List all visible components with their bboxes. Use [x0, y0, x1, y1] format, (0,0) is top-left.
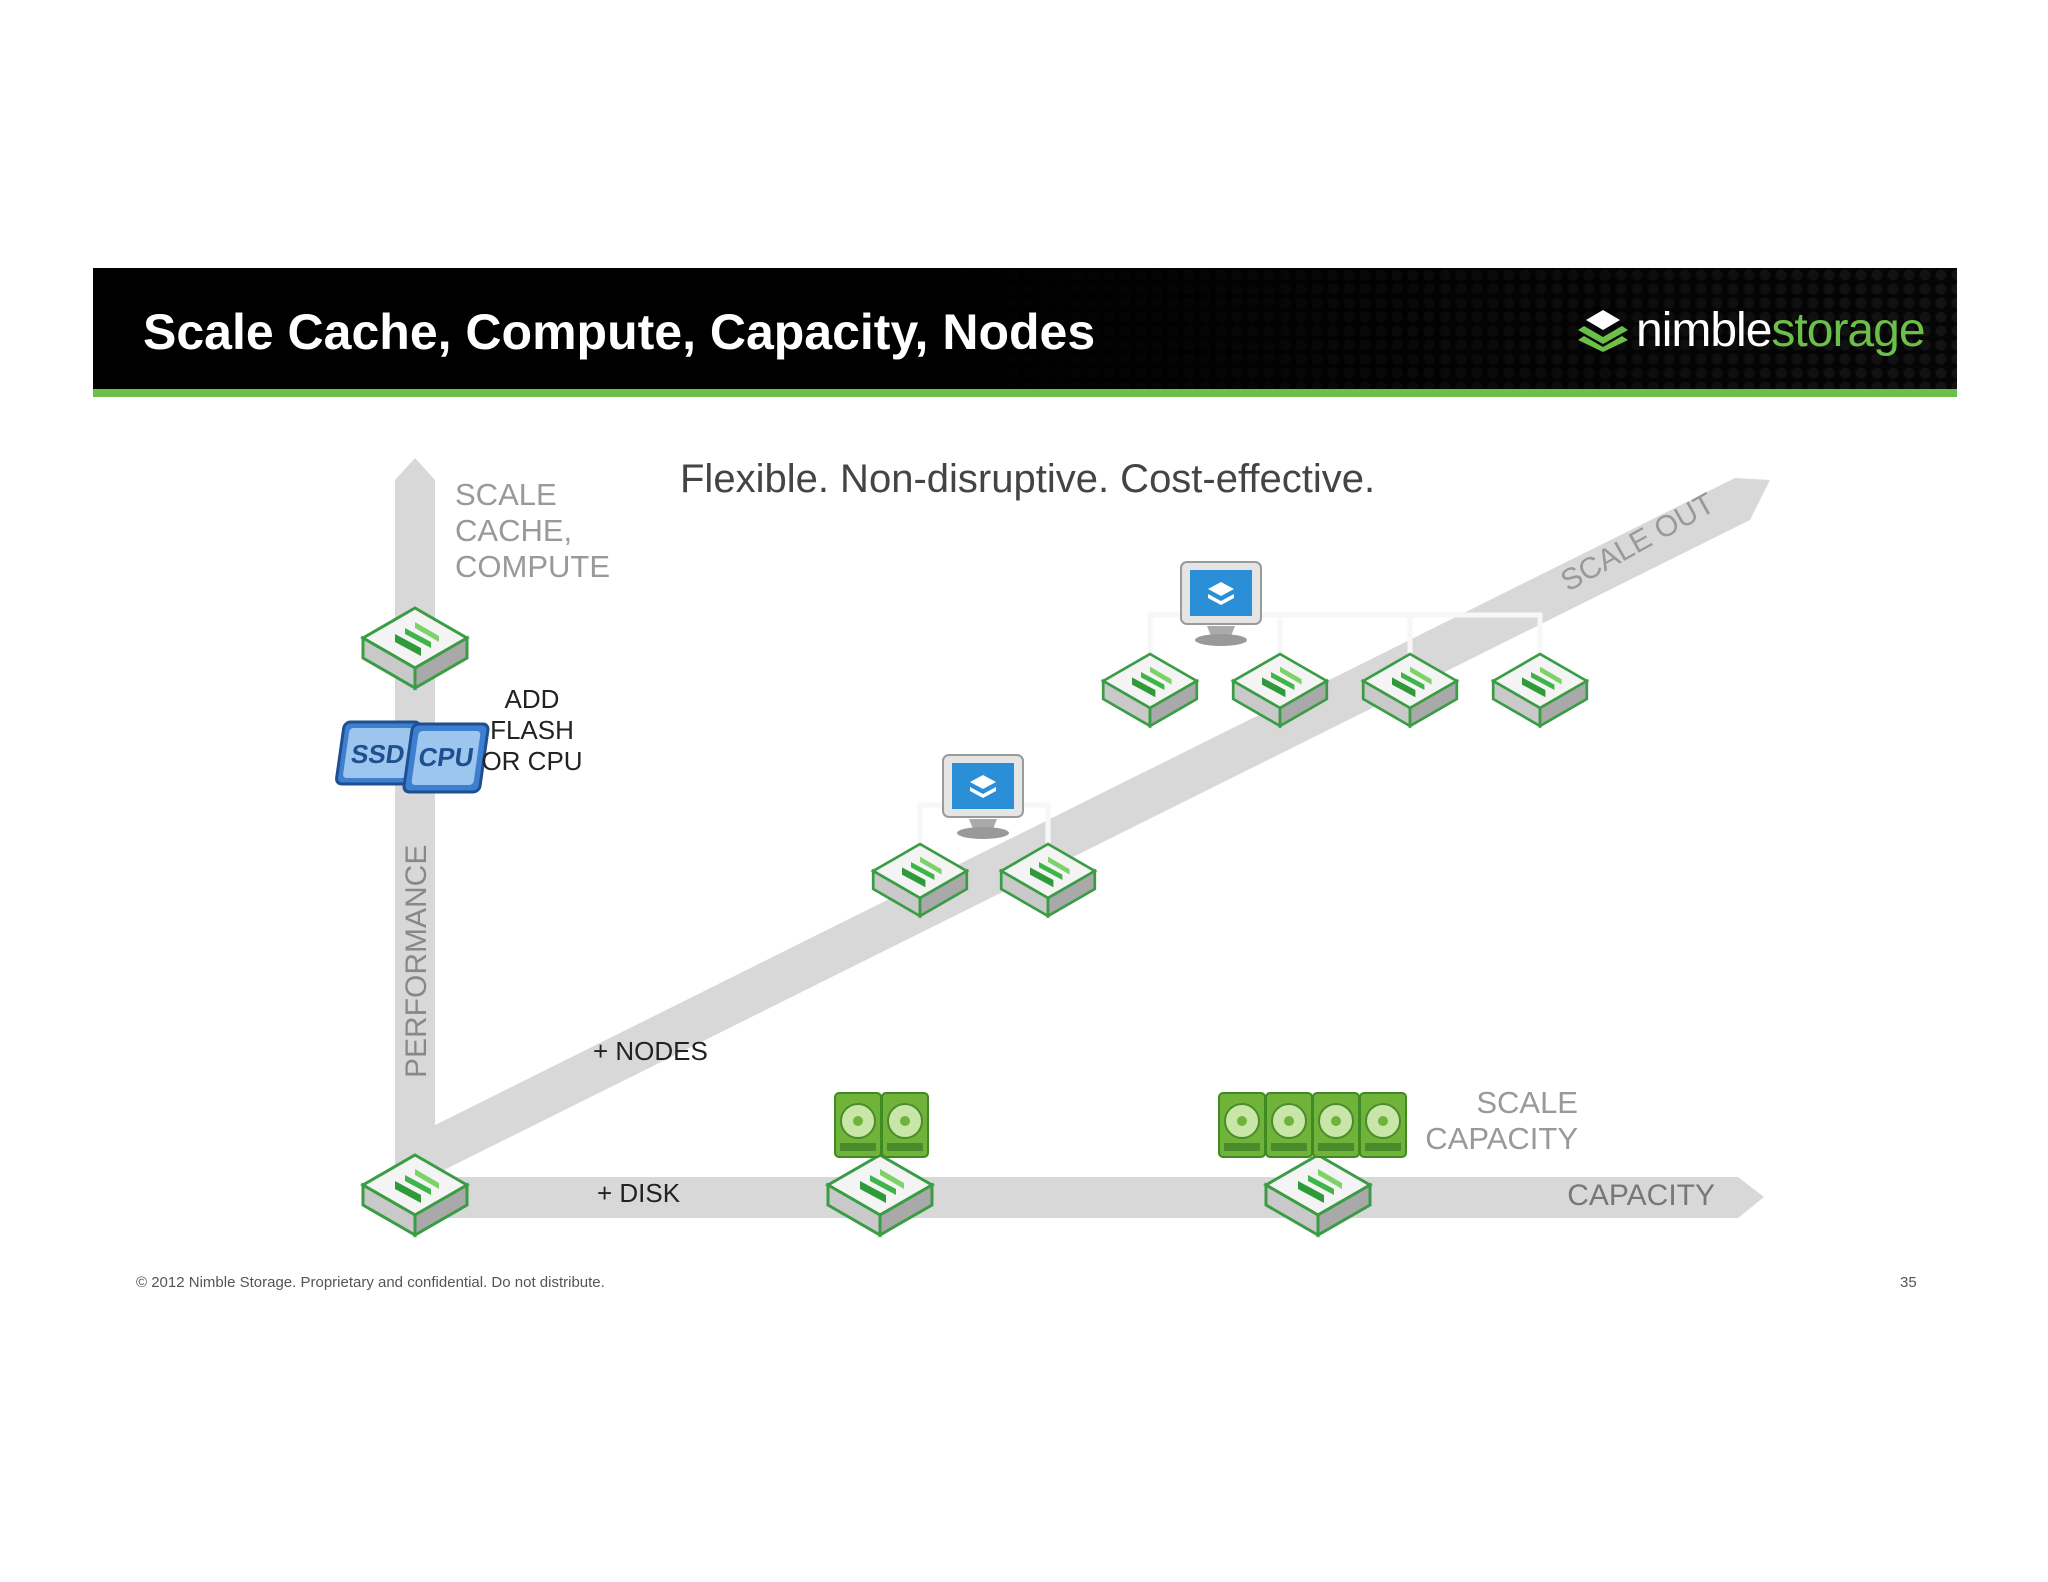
nimble-logo-icon — [1578, 310, 1628, 352]
disk-drive-icon — [1265, 1092, 1313, 1158]
storage-node-icon — [361, 606, 469, 690]
disk-drive-icon — [881, 1092, 929, 1158]
add-flash-label-line2: FLASH — [490, 715, 574, 745]
monitor-icon — [1180, 561, 1262, 647]
cpu-label: CPU — [417, 742, 476, 772]
scale-cache-label-line1: SCALE — [455, 477, 557, 512]
add-flash-label-line1: ADD — [505, 684, 560, 714]
storage-node-icon — [1264, 1153, 1372, 1237]
storage-node-icon — [826, 1153, 934, 1237]
storage-node-icon — [1101, 652, 1199, 728]
storage-node-icon — [1491, 652, 1589, 728]
disk-drive-icon — [1218, 1092, 1266, 1158]
slide-title: Scale Cache, Compute, Capacity, Nodes — [143, 304, 1096, 360]
ssd-chip-icon: SSD — [335, 720, 422, 786]
header-bar — [93, 268, 1957, 389]
disk-drive-icon — [1312, 1092, 1360, 1158]
cpu-chip-icon: CPU — [402, 722, 490, 794]
header-green-stripe — [93, 389, 1957, 397]
scale-cache-label-line2: CACHE, — [455, 513, 572, 548]
scale-capacity-label-line2: CAPACITY — [1425, 1121, 1578, 1156]
disk-drive-icon — [1359, 1092, 1407, 1158]
capacity-arrow — [415, 1177, 1764, 1218]
logo-text-storage: storage — [1771, 303, 1925, 357]
scale-out-arrow — [400, 478, 1770, 1172]
disk-drive-icon — [834, 1092, 882, 1158]
performance-axis-label: PERFORMANCE — [400, 845, 433, 1078]
disk-label: + DISK — [597, 1178, 681, 1208]
nimble-storage-logo: nimblestorage — [1576, 300, 1926, 360]
slide-subtitle: Flexible. Non-disruptive. Cost-effective… — [680, 457, 1375, 501]
page-number: 35 — [1900, 1274, 1917, 1291]
capacity-axis-label: CAPACITY — [1567, 1179, 1715, 1212]
monitor-icon — [942, 754, 1024, 840]
scale-cache-label-line3: COMPUTE — [455, 549, 610, 584]
add-flash-label-line3: OR CPU — [481, 746, 582, 776]
logo-text-nimble: nimble — [1636, 303, 1772, 357]
storage-node-icon — [361, 1153, 469, 1237]
ssd-label: SSD — [349, 739, 407, 769]
footer-copyright: © 2012 Nimble Storage. Proprietary and c… — [136, 1274, 605, 1291]
nodes-label: + NODES — [593, 1036, 708, 1066]
scale-capacity-label-line1: SCALE — [1476, 1085, 1578, 1120]
